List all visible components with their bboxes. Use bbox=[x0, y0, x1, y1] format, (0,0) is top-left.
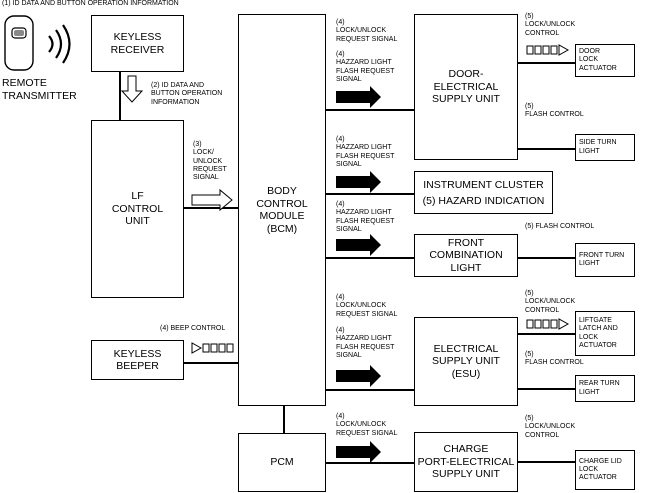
keyless-beeper-box: KEYLESS BEEPER bbox=[91, 340, 184, 380]
key-fob-icon bbox=[4, 15, 34, 71]
signal-hazard-3: (4) HAZZARD LIGHT FLASH REQUEST SIGNAL bbox=[336, 201, 395, 233]
signal-hazard-4: (4) HAZZARD LIGHT FLASH REQUEST SIGNAL bbox=[336, 327, 395, 359]
control-flash-3: (5) FLASH CONTROL bbox=[525, 351, 584, 367]
arrow-down-open bbox=[120, 75, 144, 103]
control-lock-unlock-3: (5) LOCK/UNLOCK CONTROL bbox=[525, 415, 576, 439]
signal-hazard-1: (4) HAZZARD LIGHT FLASH REQUEST SIGNAL bbox=[336, 51, 395, 83]
wireless-signal-icon bbox=[48, 24, 71, 64]
lf-control-unit-box: LF CONTROL UNIT bbox=[91, 120, 184, 298]
control-lock-unlock-2: (5) LOCK/UNLOCK CONTROL bbox=[525, 290, 576, 314]
instrument-cluster-box: INSTRUMENT CLUSTER (5) HAZARD INDICATION bbox=[414, 171, 553, 214]
id-data-caption: (1) ID DATA AND BUTTON OPERATION INFORMA… bbox=[2, 0, 179, 7]
remote-transmitter-label: REMOTE TRANSMITTER bbox=[2, 77, 77, 102]
door-lock-actuator-box: DOOR LOCK ACTUATOR bbox=[575, 44, 635, 77]
solid-arrows bbox=[336, 86, 381, 463]
id-data-label: (2) ID DATA AND BUTTON OPERATION INFORMA… bbox=[151, 82, 223, 106]
charge-lid-actuator-box: CHARGE LID LOCK ACTUATOR bbox=[575, 450, 635, 490]
beep-control-label: (4) BEEP CONTROL bbox=[160, 325, 226, 332]
front-turn-light-box: FRONT TURN LIGHT bbox=[575, 243, 635, 277]
control-lock-unlock-1: (5) LOCK/UNLOCK CONTROL bbox=[525, 13, 576, 37]
control-arrow-1 bbox=[526, 44, 570, 56]
control-flash-2: (5) FLASH CONTROL bbox=[525, 223, 595, 230]
arrow-right-open bbox=[191, 188, 233, 212]
control-arrow-2 bbox=[526, 318, 570, 330]
esu-box: ELECTRICAL SUPPLY UNIT (ESU) bbox=[414, 317, 518, 406]
control-flash-1: (5) FLASH CONTROL bbox=[525, 103, 584, 119]
liftgate-latch-box: LIFTGATE LATCH AND LOCK ACTUATOR bbox=[575, 311, 635, 356]
pcm-box: PCM bbox=[238, 433, 326, 492]
control-arrows bbox=[191, 44, 570, 354]
signal-lock-unlock-3: (4) LOCK/UNLOCK REQUEST SIGNAL bbox=[336, 413, 398, 437]
lock-unlock-request-3: (3) LOCK/ UNLOCK REQUEST SIGNAL bbox=[193, 141, 227, 182]
signal-lock-unlock-2: (4) LOCK/UNLOCK REQUEST SIGNAL bbox=[336, 294, 398, 318]
control-arrow-beep bbox=[191, 342, 234, 354]
side-turn-light-box: SIDE TURN LIGHT bbox=[575, 134, 635, 161]
bcm-box: BODY CONTROL MODULE (BCM) bbox=[238, 14, 326, 406]
door-esu-box: DOOR- ELECTRICAL SUPPLY UNIT bbox=[414, 14, 518, 160]
signal-lock-unlock-1: (4) LOCK/UNLOCK REQUEST SIGNAL bbox=[336, 19, 398, 43]
front-combination-light-box: FRONT COMBINATION LIGHT bbox=[414, 234, 518, 277]
rear-turn-light-box: REAR TURN LIGHT bbox=[575, 375, 635, 402]
keyless-receiver-box: KEYLESS RECEIVER bbox=[91, 15, 184, 72]
charge-port-esu-box: CHARGE PORT-ELECTRICAL SUPPLY UNIT bbox=[414, 432, 518, 492]
signal-hazard-2: (4) HAZZARD LIGHT FLASH REQUEST SIGNAL bbox=[336, 136, 395, 168]
